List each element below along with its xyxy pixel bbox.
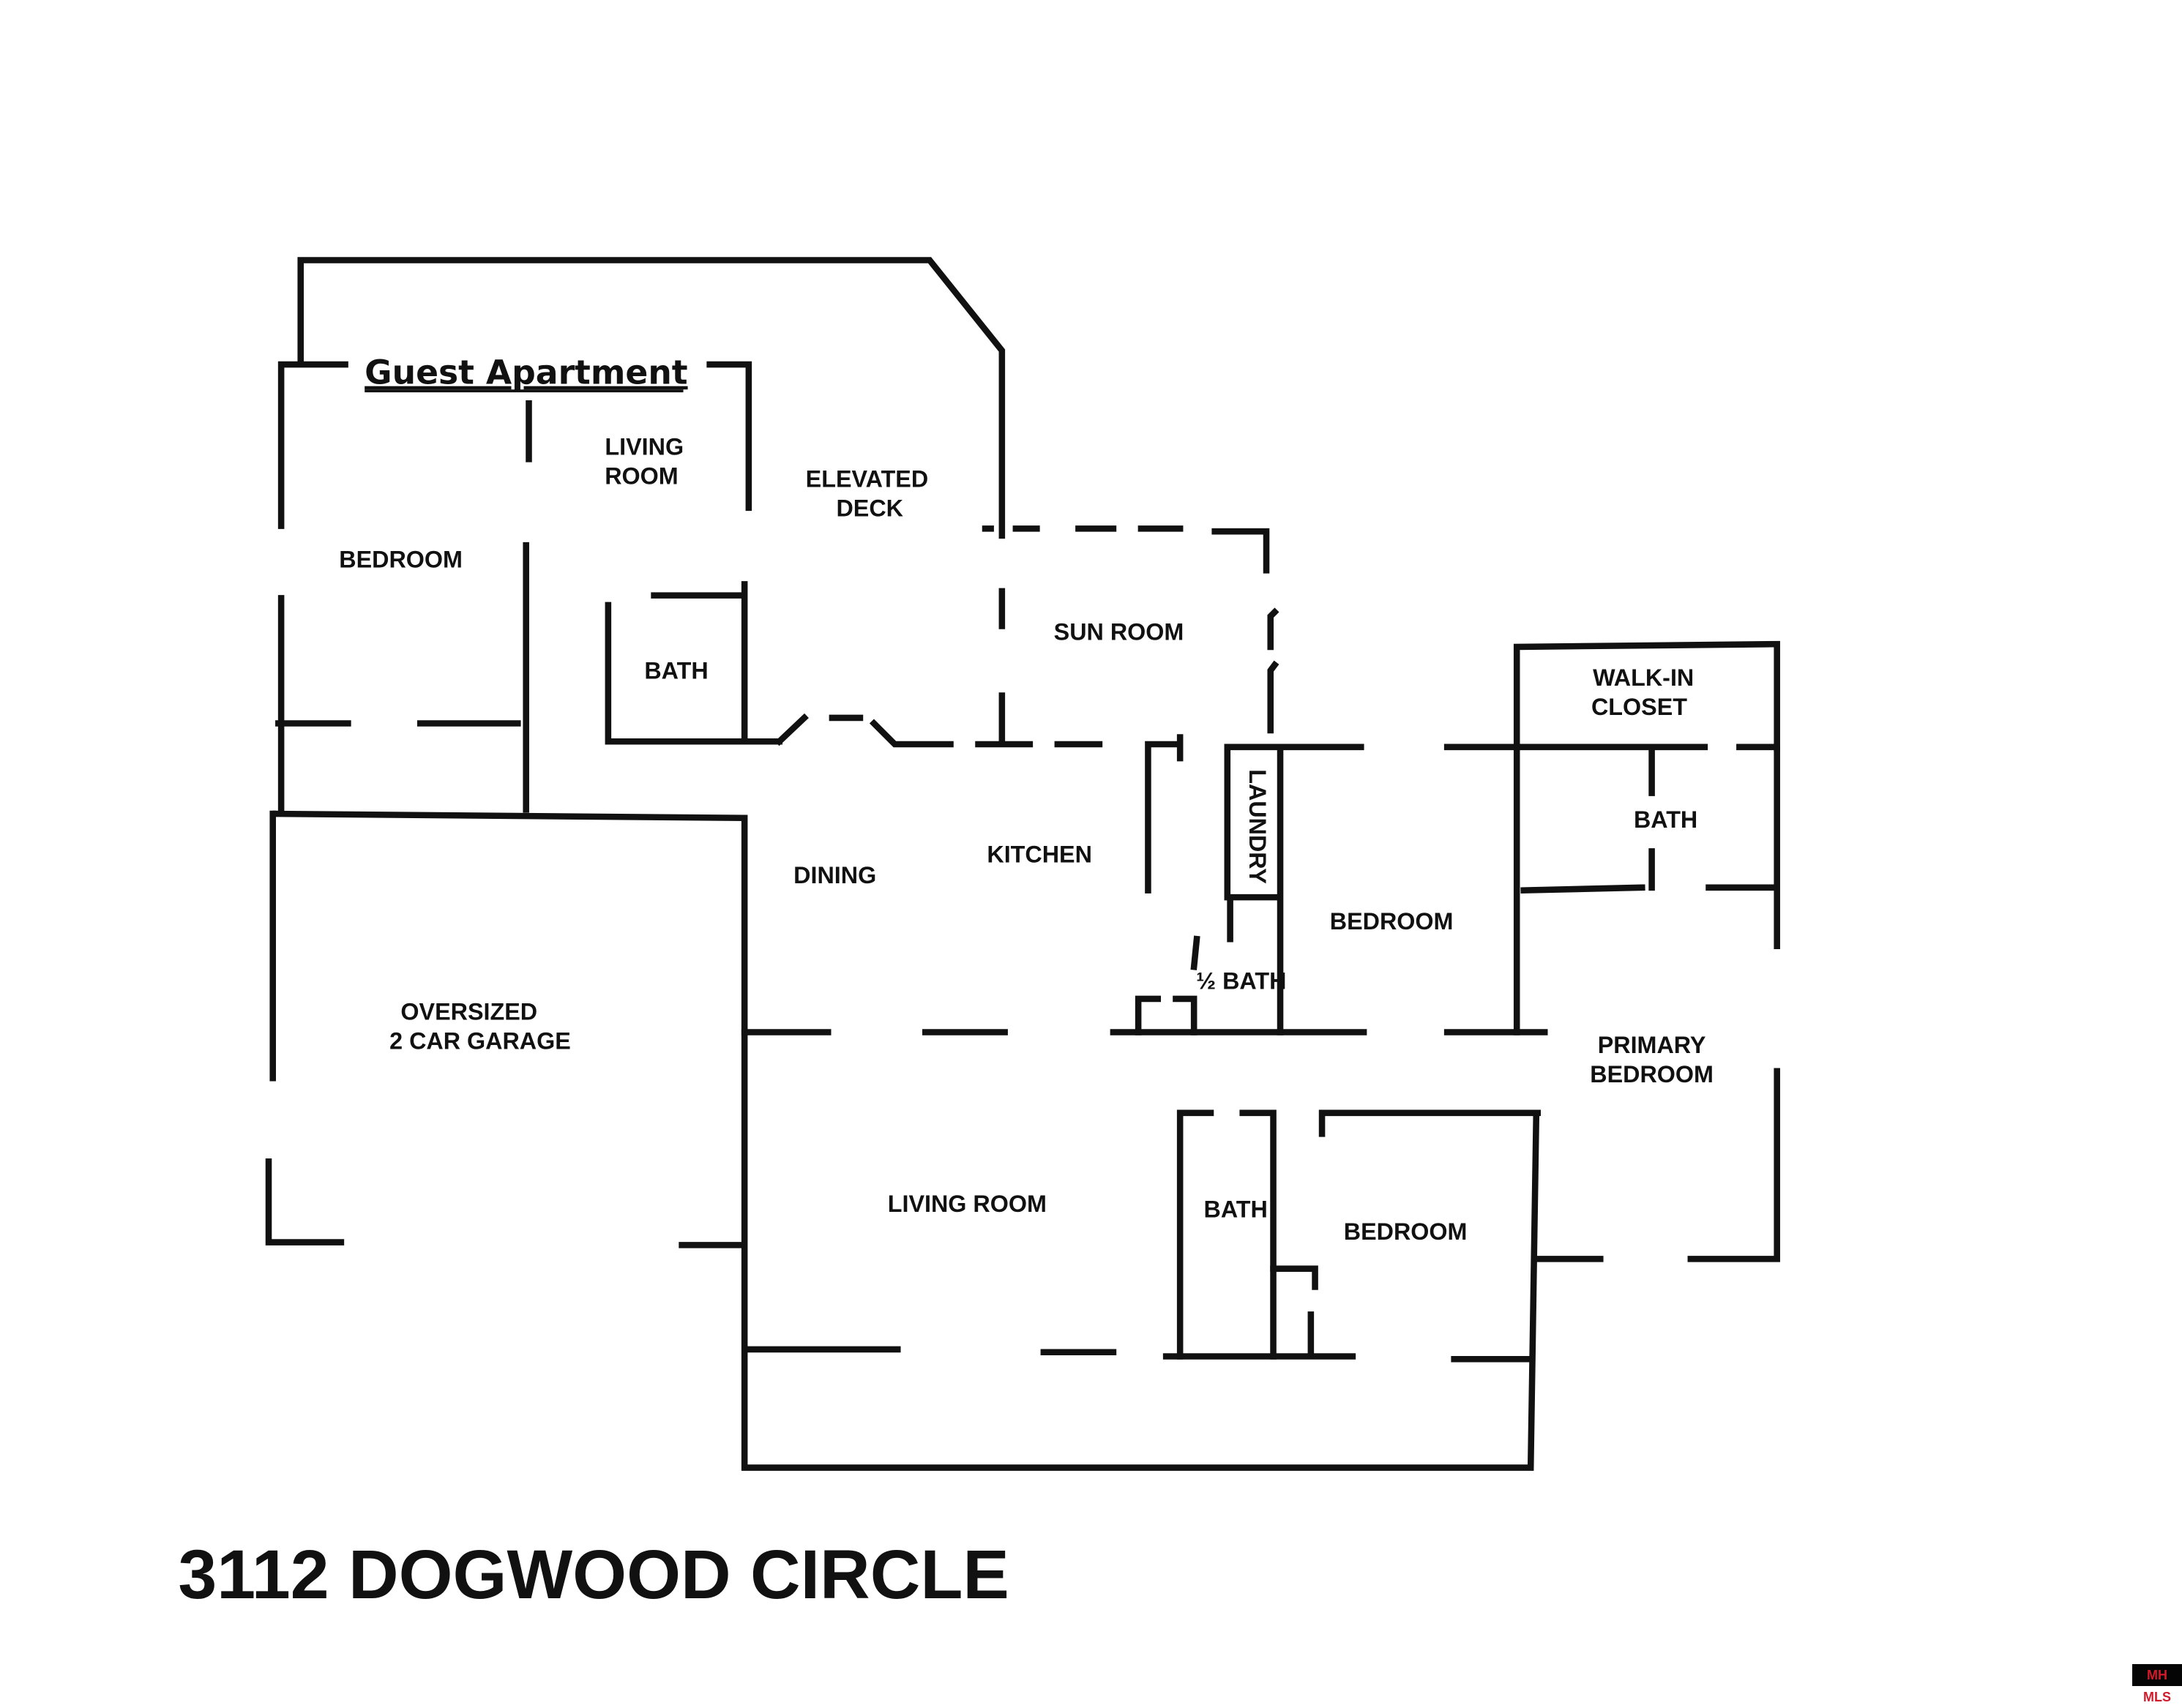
- garage-label: OVERSIZED: [400, 998, 537, 1025]
- lower-bath-label: BATH: [1204, 1196, 1268, 1222]
- plan-title: 3112 DOGWOOD CIRCLE: [178, 1536, 1009, 1614]
- elevated-deck-label: ELEVATED: [806, 465, 928, 492]
- sun-room-label: SUN ROOM: [1054, 618, 1184, 645]
- lower-bedroom-label: BEDROOM: [1344, 1218, 1468, 1245]
- guest-living-label-2: ROOM: [605, 463, 678, 490]
- kitchen-label: KITCHEN: [987, 842, 1092, 868]
- living-room-label: LIVING ROOM: [888, 1191, 1047, 1217]
- room-labels: Guest Apartment LIVING ROOM ELEVATED DEC…: [339, 353, 1714, 1245]
- elevated-deck-label-2: DECK: [836, 495, 903, 521]
- garage-label-2: 2 CAR GARAGE: [389, 1027, 571, 1054]
- guest-living-label: LIVING: [605, 434, 684, 460]
- primary-bedroom-label-2: BEDROOM: [1590, 1061, 1714, 1087]
- laundry-label: LAUNDRY: [1244, 769, 1271, 884]
- guest-apartment-label: Guest Apartment: [365, 353, 687, 392]
- guest-bedroom-label: BEDROOM: [339, 547, 463, 573]
- dining-label: DINING: [793, 862, 876, 888]
- walk-in-closet-label: WALK-IN: [1593, 664, 1694, 691]
- half-bath-label: ½ BATH: [1196, 968, 1286, 995]
- guest-bath-label: BATH: [644, 658, 708, 684]
- bedroom-label: BEDROOM: [1330, 908, 1454, 934]
- primary-bath-label: BATH: [1634, 806, 1697, 833]
- primary-bedroom-label: PRIMARY: [1598, 1032, 1706, 1058]
- walk-in-closet-label-2: CLOSET: [1591, 694, 1687, 720]
- mls-badge: MH MLS: [2132, 1664, 2182, 1704]
- walls: [265, 257, 1780, 1471]
